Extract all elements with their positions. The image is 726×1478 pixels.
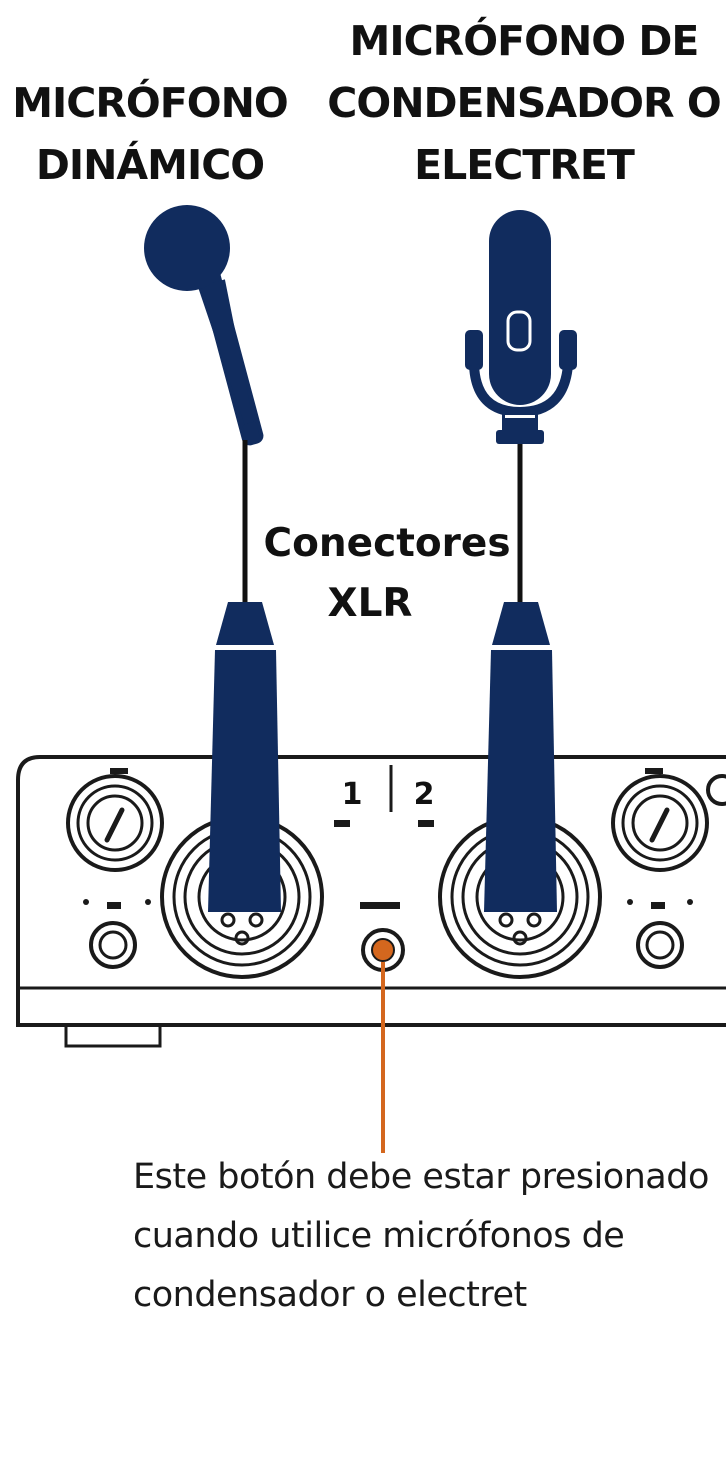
dynamic-microphone xyxy=(144,205,264,446)
channel-2-label: 2 xyxy=(414,777,435,812)
pad-button-right[interactable] xyxy=(636,921,684,969)
xlr-plug-left xyxy=(208,602,281,912)
dynamic-mic-title: MICRÓFONO DINÁMICO xyxy=(12,79,289,189)
panel-edge-badge xyxy=(706,774,726,806)
condenser-mic-title: MICRÓFONO DE CONDENSADOR O ELECTRET xyxy=(327,17,721,189)
panel-small-markings xyxy=(83,768,693,909)
condenser-mic-mount-right xyxy=(559,330,577,370)
channel-1-label: 1 xyxy=(342,777,363,812)
dynamic-mic-grille xyxy=(144,205,230,291)
pad-button-left[interactable] xyxy=(89,921,137,969)
xlr-plug-right xyxy=(484,602,557,912)
condenser-mic-mount-left xyxy=(465,330,483,370)
dynamic-mic-handle xyxy=(197,267,264,446)
connector-label-line2: XLR xyxy=(328,581,413,626)
panel-foot xyxy=(64,1025,162,1048)
condenser-microphone xyxy=(465,210,577,444)
gain-knob-left[interactable] xyxy=(66,774,164,872)
connector-label-line1: Conectores xyxy=(263,521,510,566)
gain-knob-right[interactable] xyxy=(611,774,709,872)
phantom-power-caption: Este botón debe estar presionado cuando … xyxy=(133,1157,709,1315)
condenser-mic-capsule xyxy=(489,210,551,405)
